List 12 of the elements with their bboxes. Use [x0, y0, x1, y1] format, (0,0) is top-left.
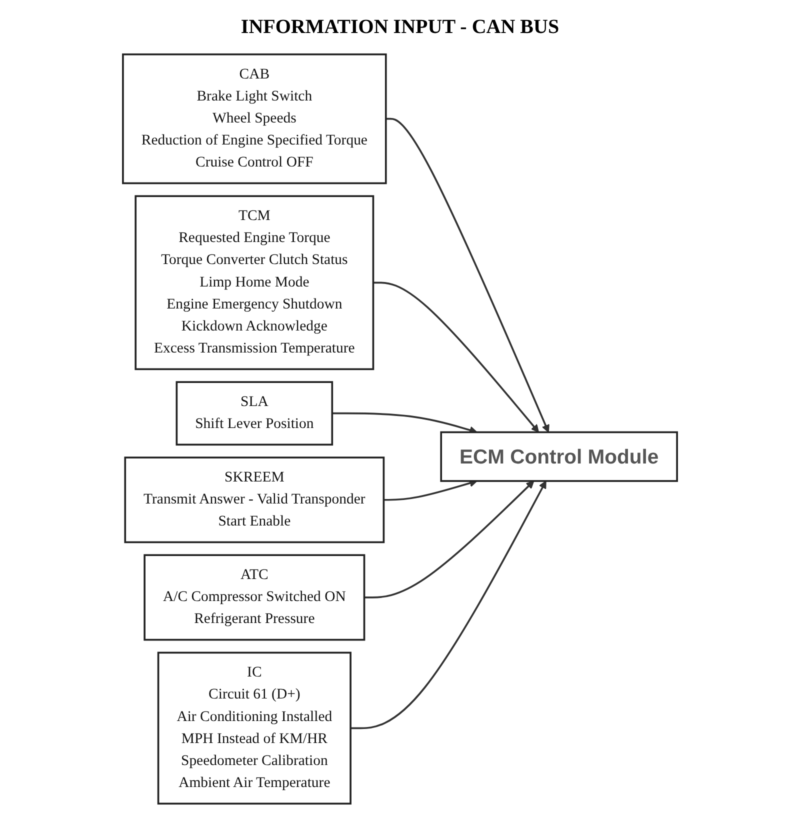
node-box: SLA Shift Lever Position [176, 381, 334, 446]
arrow [364, 480, 534, 598]
arrow [373, 282, 540, 433]
arrow [386, 118, 550, 433]
node-box: CAB Brake Light Switch Wheel Speeds Reduction of Engine Specified Torque Cruise Control OFF [122, 53, 387, 184]
node-box: TCM Requested Engine Torque Torque Converter Clutch Status Limp Home Mode Engine Emergency Shutdown Kickdown Acknowledge Excess Transmission Temperature [134, 195, 374, 370]
arrow [350, 480, 546, 730]
node-box: IC Circuit 61 (D+) Air Conditioning Installed MPH Instead of KM/HR Speedometer Calibration Ambient Air Temperature [157, 652, 352, 805]
node-box: ECM Control Module [440, 431, 678, 482]
node-box: ATC A/C Compressor Switched ON Refrigerant Pressure [144, 554, 366, 641]
diagram-title: INFORMATION INPUT - CAN BUS [240, 16, 560, 39]
node-box: SKREEM Transmit Answer - Valid Transponder Start Enable [124, 456, 385, 544]
